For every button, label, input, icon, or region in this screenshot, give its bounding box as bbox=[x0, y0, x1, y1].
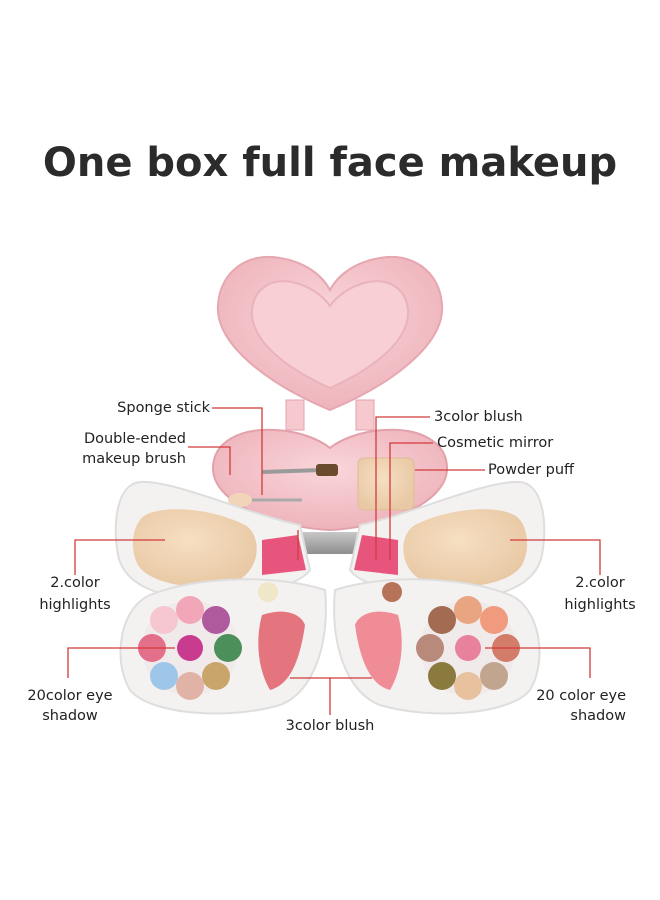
label-double-ended-brush-line2: makeup brush bbox=[82, 451, 186, 467]
label-powder-puff: Powder puff bbox=[488, 462, 575, 478]
right-eyeshadow-flower bbox=[416, 596, 520, 700]
heart-lid bbox=[216, 255, 444, 431]
label-3color-blush-top: 3color blush bbox=[434, 409, 523, 425]
right-upper-wing bbox=[348, 480, 546, 600]
label-eye-shadow-left-line2: shadow bbox=[42, 708, 98, 724]
label-eye-shadow-right-line1: 20 color eye bbox=[536, 688, 626, 704]
left-upper-wing bbox=[114, 480, 312, 600]
label-eye-shadow-left-line1: 20color eye bbox=[27, 688, 113, 704]
label-double-ended-brush-line1: Double-ended bbox=[83, 431, 186, 447]
leader-lines bbox=[67, 407, 601, 715]
label-eye-shadow-right-line2: shadow bbox=[570, 708, 626, 724]
label-cosmetic-mirror: Cosmetic mirror bbox=[437, 435, 554, 451]
label-highlights-left-line1: 2.color bbox=[50, 575, 100, 591]
label-highlights-right-line2: highlights bbox=[564, 597, 636, 613]
label-3color-blush-bottom: 3color blush bbox=[285, 718, 375, 734]
base-tray bbox=[211, 428, 449, 554]
label-sponge-stick: Sponge stick bbox=[117, 400, 210, 416]
label-highlights-right-line1: 2.color bbox=[575, 575, 625, 591]
left-lower-wing bbox=[119, 578, 327, 715]
page-title: One box full face makeup bbox=[42, 140, 618, 186]
left-eyeshadow-flower bbox=[138, 596, 242, 700]
label-highlights-left-line2: highlights bbox=[39, 597, 111, 613]
right-lower-wing bbox=[333, 578, 541, 715]
